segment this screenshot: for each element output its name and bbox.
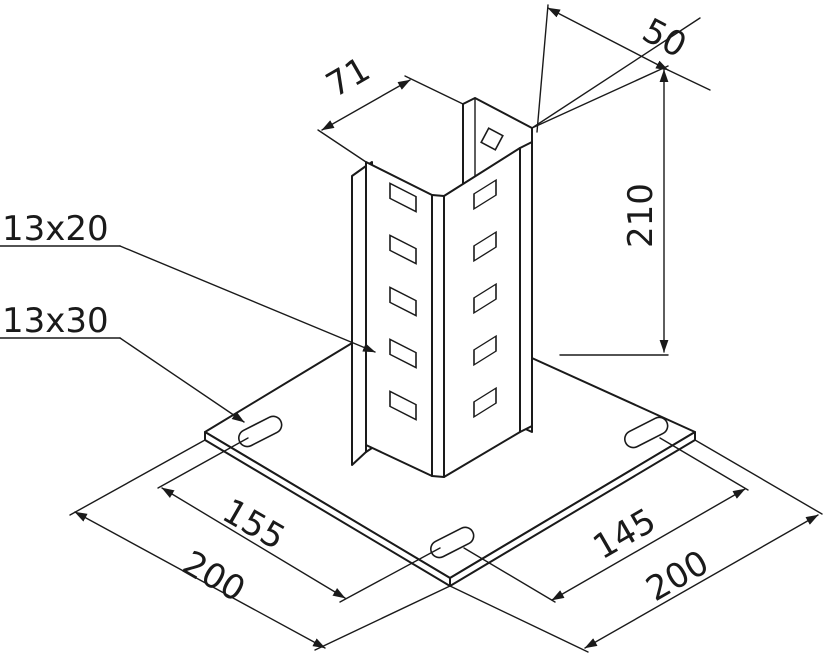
callout-13x30: 13x30	[0, 301, 245, 423]
dimension-210: 210	[531, 65, 669, 356]
dimension-50: 50	[531, 4, 711, 133]
callout-label-13x20: 13x20	[2, 209, 109, 249]
dim-label-155: 155	[216, 491, 292, 558]
left-web	[365, 161, 433, 477]
dim-label-71: 71	[320, 50, 377, 106]
channel-corner	[431, 194, 445, 478]
dimension-71: 71	[317, 50, 464, 163]
dim-label-200-left: 200	[176, 543, 252, 610]
callout-13x20: 13x20	[0, 209, 376, 353]
dim-label-200-right: 200	[640, 543, 716, 610]
plate-slot-right	[624, 416, 669, 449]
callout-label-13x30: 13x30	[2, 301, 109, 341]
right-web	[443, 141, 533, 478]
dim-label-210: 210	[621, 183, 661, 248]
channel-top-edge	[365, 147, 521, 197]
